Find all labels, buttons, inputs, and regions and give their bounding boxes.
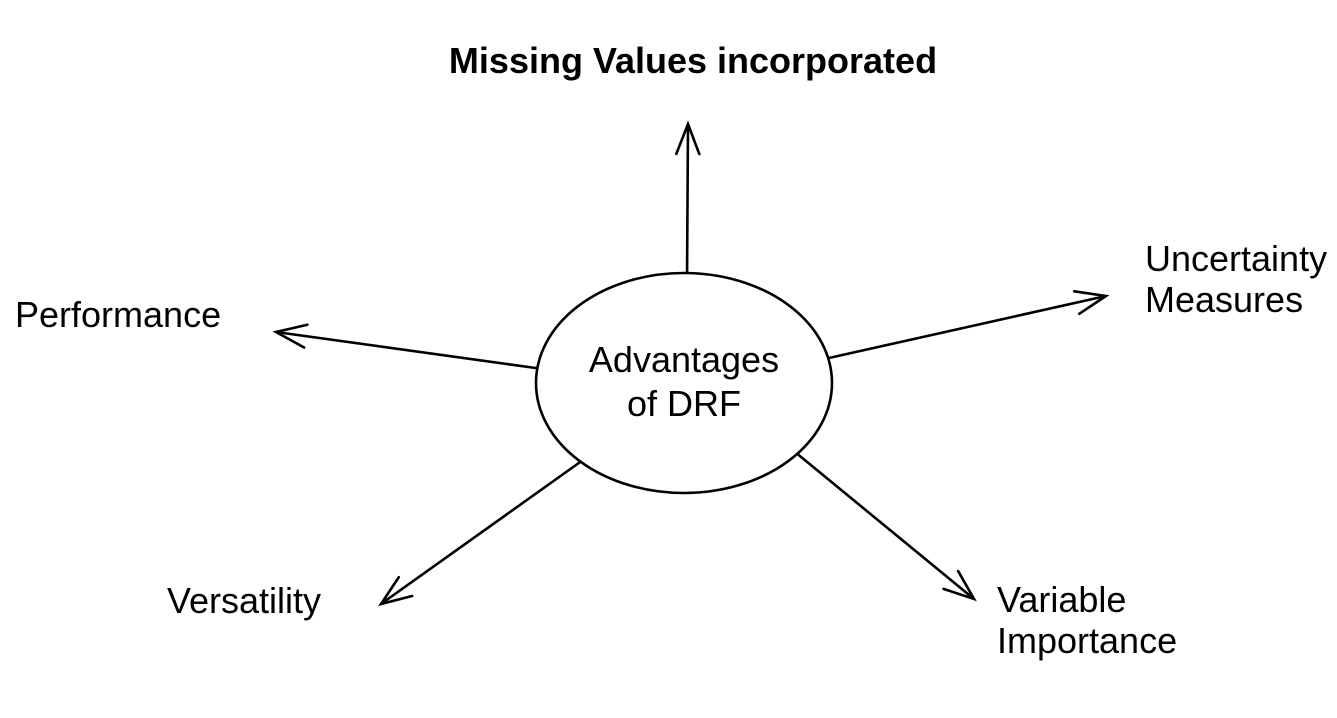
- arrow-bottom-left-versatility: [378, 453, 591, 607]
- spoke-label-uncertainty-line2: Measures: [1145, 279, 1304, 320]
- spoke-label-variable-line1: Variable: [997, 579, 1127, 620]
- center-node-line2: of DRF: [626, 383, 741, 424]
- spoke-label-variable-importance: Variable Importance: [997, 579, 1177, 661]
- arrow-left-performance: [272, 323, 551, 372]
- arrow-right-uncertainty: [819, 290, 1110, 362]
- spoke-label-missing-values: Missing Values incorporated: [448, 40, 938, 81]
- center-node-line1: Advantages: [588, 339, 780, 380]
- center-node-label: Advantages of DRF: [589, 338, 779, 426]
- center-ellipse: [534, 271, 834, 495]
- spoke-label-versatility: Versatility: [167, 580, 322, 621]
- spoke-label-variable-line2: Importance: [997, 620, 1178, 661]
- arrow-top-missing-values: [675, 120, 701, 283]
- spoke-label-uncertainty-line1: Uncertainty: [1145, 238, 1328, 279]
- spoke-label-performance: Performance: [15, 294, 222, 335]
- arrow-bottom-right-variable-importance: [794, 450, 977, 602]
- spoke-label-uncertainty-measures: Uncertainty Measures: [1145, 238, 1327, 320]
